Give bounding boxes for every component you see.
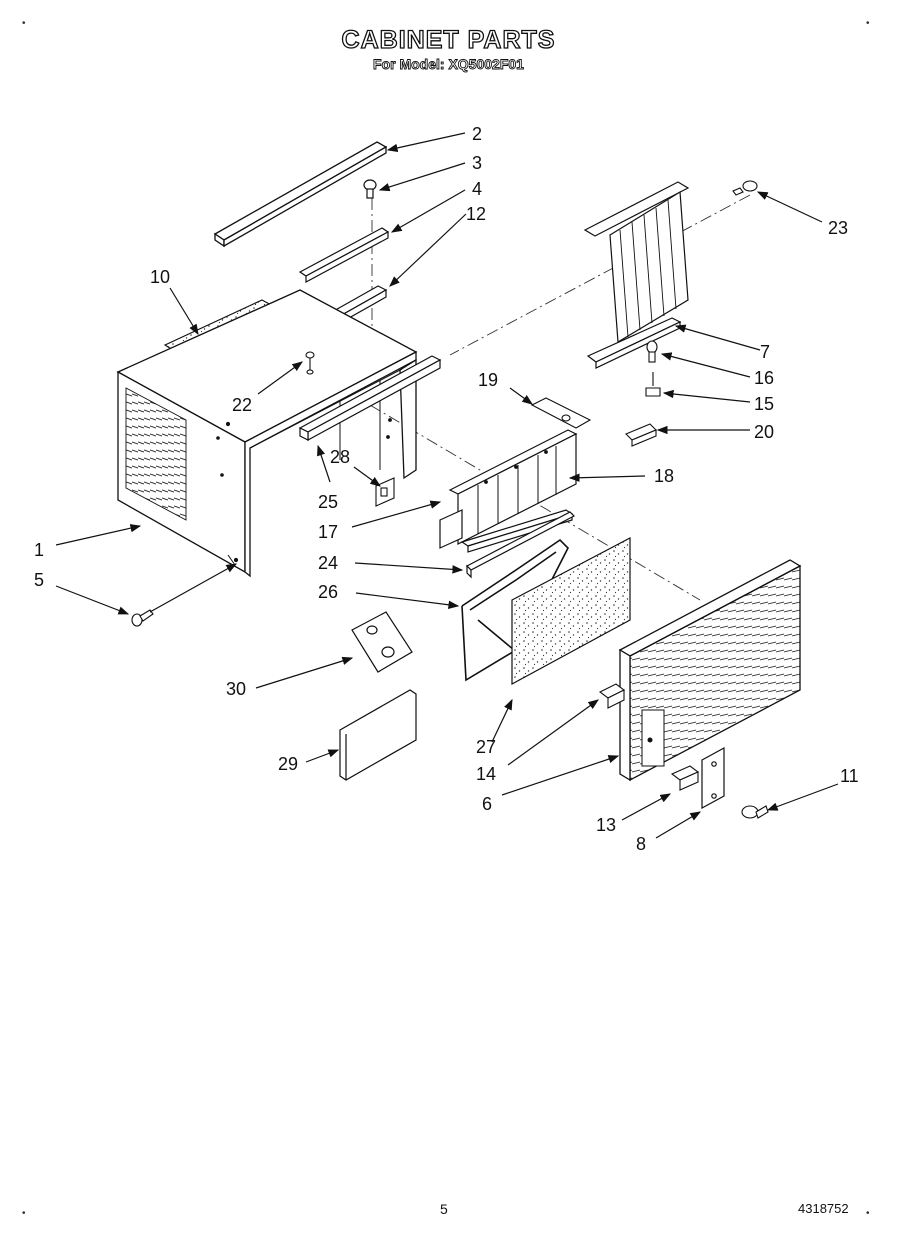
callout-14: 14: [476, 764, 496, 784]
callout-18: 18: [654, 466, 674, 486]
part-8-plate: [701, 746, 725, 810]
callout-5: 5: [34, 570, 44, 590]
part-4-bracket: [298, 227, 390, 284]
leader-29: [305, 749, 340, 763]
callout-3: 3: [472, 153, 482, 173]
part-7-rear-panel: [583, 181, 690, 369]
leader-11: [766, 783, 839, 811]
model-subtitle: For Model: XQ5002F01: [373, 56, 525, 73]
leader-24: [354, 562, 464, 574]
leader-5b: [149, 563, 238, 613]
callout-23: 23: [828, 218, 848, 238]
callout-20: 20: [754, 422, 774, 442]
leader-27: [491, 698, 513, 743]
part-11-screw: [741, 805, 769, 819]
cabinet-louvers: [125, 387, 187, 521]
part-18-partition: [439, 429, 578, 549]
leader-26: [355, 592, 460, 609]
corner-mark-bottom-left: •: [22, 1208, 26, 1219]
leader-7: [674, 324, 761, 351]
part-25-rail: [298, 355, 442, 442]
page-number: 5: [440, 1201, 448, 1217]
corner-mark-top-left: •: [22, 18, 26, 29]
part-14-block: [598, 683, 626, 709]
corner-mark-top-right: •: [866, 18, 870, 29]
callout-29: 29: [278, 754, 298, 774]
part-5-screw: [131, 609, 154, 627]
leader-23: [756, 191, 823, 223]
callout-26: 26: [318, 582, 338, 602]
part-29-panel: [339, 689, 417, 781]
leader-28: [353, 466, 381, 487]
part-23-screw: [732, 180, 758, 196]
leader-10: [169, 287, 199, 336]
leader-22: [257, 361, 303, 395]
callout-27: 27: [476, 737, 496, 757]
leader-19: [509, 387, 533, 405]
callout-10: 10: [150, 267, 170, 287]
partition-slots: [477, 446, 557, 534]
corner-mark-bottom-right: •: [866, 1208, 870, 1219]
callout-22: 22: [232, 395, 252, 415]
part-28-clip: [375, 477, 395, 507]
part-15-clip: [645, 372, 661, 397]
callout-25: 25: [318, 492, 338, 512]
rear-panel-fins: [619, 199, 677, 338]
document-number: 4318752: [798, 1201, 849, 1216]
front-grille-intake: [641, 709, 665, 767]
part-3-screw: [363, 179, 377, 199]
leader-5: [55, 585, 130, 615]
leader-2: [386, 132, 466, 153]
part-2-top-rail: [213, 141, 388, 248]
callout-6: 6: [482, 794, 492, 814]
diagram-title: CABINET PARTS: [341, 25, 556, 54]
part-6-front-grille: [618, 559, 802, 782]
part-16-screw: [646, 340, 658, 363]
callout-11: 11: [840, 766, 859, 786]
callout-13: 13: [596, 815, 616, 835]
cabinet-interior: [216, 368, 403, 566]
callout-30: 30: [226, 679, 246, 699]
part-13-block: [670, 765, 700, 791]
part-20-clip: [625, 423, 657, 447]
leader-17: [351, 500, 442, 528]
alignment-line-17: [369, 404, 701, 601]
leader-15: [662, 389, 751, 403]
callout-8: 8: [636, 834, 646, 854]
leader-6: [501, 755, 620, 796]
callout-24: 24: [318, 553, 338, 573]
part-27-filter: [511, 537, 631, 686]
callout-4: 4: [472, 179, 482, 199]
part-24-strip: [465, 511, 576, 579]
leader-3: [378, 162, 466, 192]
callout-labels: 2 3 4 12 10 22 1 5 28 25 17 19 18 24 26 …: [34, 124, 859, 854]
callout-28: 28: [330, 447, 350, 467]
callout-19: 19: [478, 370, 498, 390]
part-19-bracket: [530, 397, 592, 429]
callout-2: 2: [472, 124, 482, 144]
leader-13: [621, 793, 672, 821]
leader-1: [55, 524, 142, 546]
leader-12: [389, 213, 467, 287]
leader-8: [655, 811, 702, 839]
callout-15: 15: [754, 394, 774, 414]
callout-7: 7: [760, 342, 770, 362]
alignment-line-23: [449, 194, 751, 356]
callout-17: 17: [318, 522, 338, 542]
leader-lines: [55, 132, 839, 839]
leader-4: [390, 189, 466, 233]
leader-18: [568, 473, 646, 482]
part-22-clip: [305, 351, 315, 375]
leader-30: [255, 656, 354, 689]
callout-12: 12: [466, 204, 486, 224]
callout-16: 16: [754, 368, 774, 388]
leader-16: [660, 352, 751, 378]
leader-25: [317, 444, 331, 483]
part-30-knob-bracket: [351, 611, 413, 673]
leader-14: [507, 699, 599, 766]
callout-1: 1: [34, 540, 44, 560]
